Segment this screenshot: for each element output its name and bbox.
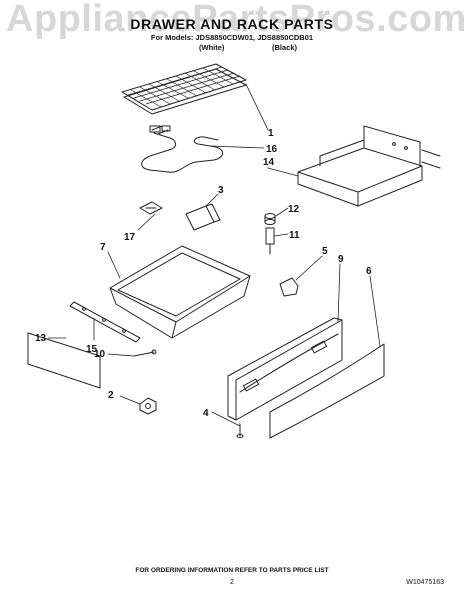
callout-2: 2 [108, 390, 114, 401]
callout-13: 13 [35, 333, 47, 344]
drawer-pan-drawing [109, 245, 251, 339]
variant-black: (Black) [272, 43, 298, 52]
watermark: AppliancePartsPros.com [6, 0, 464, 40]
element-bracket-drawing [139, 201, 163, 215]
callout-11: 11 [289, 230, 300, 241]
drawer-front-frame-drawing [227, 317, 343, 421]
drawer-back-panel-drawing [27, 332, 101, 389]
models-line: For Models: JDS8850CDW01, JDS8850CDB01 [150, 33, 314, 42]
drawer-side-bracket-drawing [185, 203, 221, 231]
drawer-front-panel-drawing [269, 343, 385, 439]
page-title: DRAWER AND RACK PARTS [130, 16, 334, 32]
leader-lines [47, 83, 381, 427]
drawer-clip-drawing [279, 277, 299, 297]
callout-9: 9 [338, 254, 344, 265]
bake-element-drawing [141, 125, 223, 173]
ordering-note: FOR ORDERING INFORMATION REFER TO PARTS … [135, 567, 329, 574]
oven-rack-drawing [121, 63, 247, 115]
drawer-liner-tray-drawing [297, 125, 441, 207]
callout-7: 7 [100, 242, 106, 253]
document-number: W10475163 [406, 579, 444, 586]
callout-17: 17 [124, 232, 136, 243]
callout-6: 6 [366, 266, 372, 277]
callout-4: 4 [203, 408, 209, 419]
callout-10: 10 [94, 349, 106, 360]
spacer-stud-drawing [264, 213, 276, 255]
callout-3: 3 [218, 185, 224, 196]
drawer-pin-drawing [133, 349, 157, 357]
callout-12: 12 [288, 204, 300, 215]
callout-16: 16 [266, 144, 278, 155]
callouts: 1 16 14 3 17 12 11 5 7 9 6 10 15 13 2 4 [35, 128, 372, 419]
page-number: 2 [230, 579, 234, 586]
drawer-rail-drawing [69, 301, 141, 343]
drawer-roller-drawing [139, 397, 157, 415]
callout-14: 14 [263, 157, 275, 168]
callout-5: 5 [322, 246, 328, 257]
variant-white: (White) [199, 43, 225, 52]
callout-1: 1 [268, 128, 274, 139]
callout-15: 15 [86, 344, 98, 355]
